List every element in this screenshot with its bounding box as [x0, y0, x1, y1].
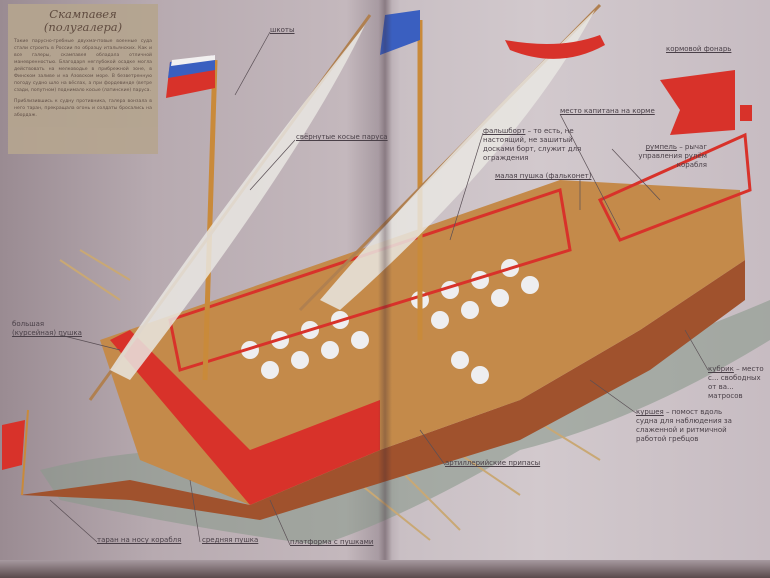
- furled-sail-fore: [110, 25, 365, 380]
- label-gun-platform: платформа с пушками: [290, 538, 374, 546]
- label-medium-cannon: средняя пушка: [202, 536, 259, 544]
- bow-flag: [2, 420, 25, 470]
- info-paragraph-2: Приблизившись к судну противника, галера…: [14, 99, 152, 118]
- label-stern-lantern: кормовой фонарь: [666, 45, 732, 53]
- label-furled-sails: свёрнутые косые паруса: [296, 133, 388, 141]
- info-box: Скампавея (полугалера) Такие парусно-гре…: [8, 4, 158, 154]
- label-captain-place: место капитана на корме: [560, 107, 655, 115]
- info-paragraph-1: Такие парусно-гребные двухмачтовые военн…: [14, 39, 152, 93]
- pennant-streamer: [505, 35, 605, 59]
- book-fold: [378, 0, 392, 578]
- label-big-cannon: большая(курсейная) пушка: [12, 320, 82, 337]
- furled-sail-main: [320, 10, 595, 310]
- label-sheets: шкоты: [270, 26, 295, 34]
- deck: [100, 180, 745, 505]
- label-bulwark: фальшборт – то есть, не настоящий, не за…: [483, 127, 582, 162]
- stern-rail: [597, 132, 752, 242]
- label-small-cannon: малая пушка (фальконет): [495, 172, 592, 180]
- pennant-main: [380, 10, 420, 55]
- stern-lantern: [740, 105, 752, 121]
- label-tiller: румпель – рычаг управления рулём корабля: [638, 143, 707, 169]
- bulwark-rail: [168, 188, 572, 372]
- info-title-2: (полугалера): [43, 20, 123, 34]
- label-ram: таран на носу корабля: [97, 536, 182, 544]
- book-bottom-edge: [0, 560, 770, 578]
- hull: [20, 260, 745, 520]
- hull-red-side: [110, 330, 380, 505]
- label-gangway: куршея – помост вдоль судна для наблюден…: [636, 408, 732, 443]
- label-ammo: артиллерийские припасы: [445, 459, 541, 467]
- leader-lines: [49, 31, 709, 546]
- fore-mast: [202, 59, 218, 381]
- info-title-1: Скампавея: [49, 7, 117, 21]
- label-cockpit: кубрик – место с... свободных от ва... м…: [708, 365, 764, 400]
- stern-flag: [660, 70, 735, 135]
